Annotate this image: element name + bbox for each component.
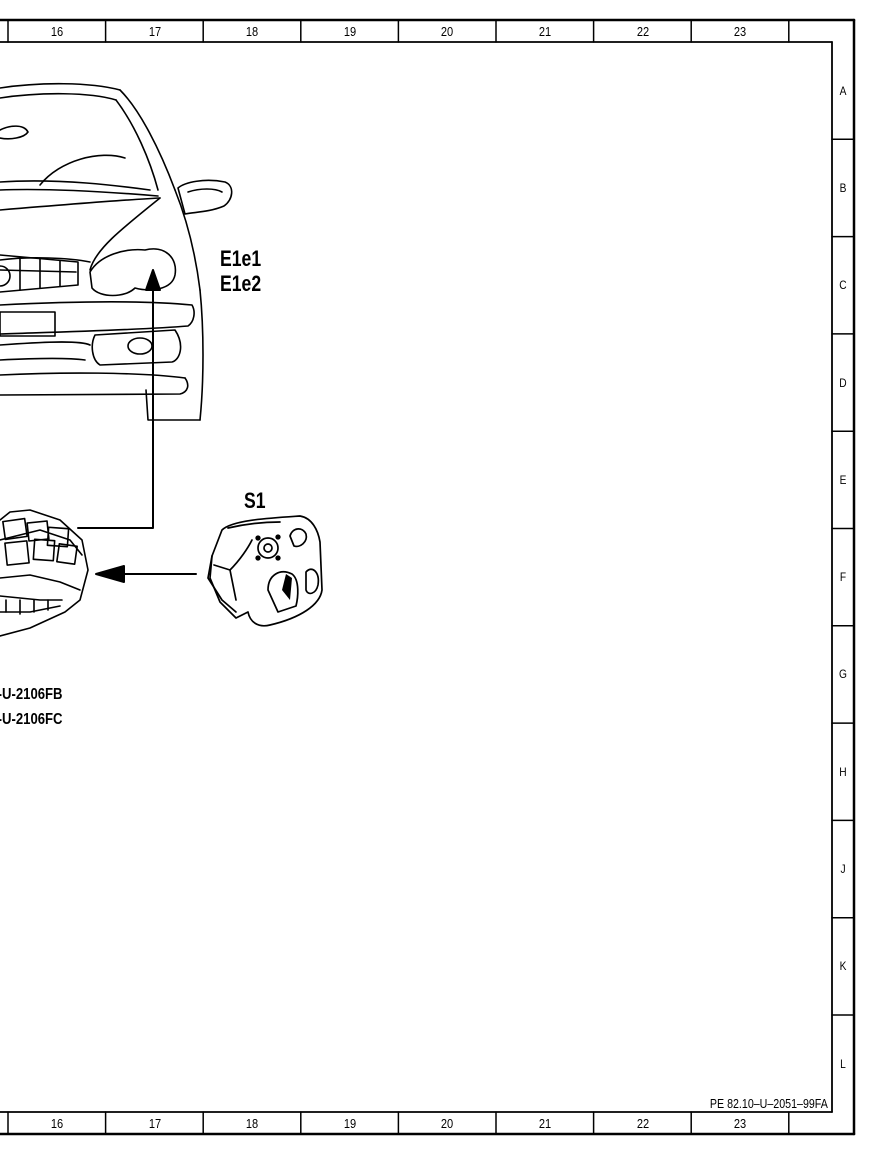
column-number: 20: [441, 24, 454, 39]
column-number: 20: [441, 1116, 454, 1131]
row-letter: G: [839, 667, 847, 682]
fuse-box-illustration: [0, 509, 89, 637]
column-number: 21: [538, 1116, 552, 1131]
reference-label-fb: I-U-2106FB: [0, 686, 63, 703]
headlamp-label-e1e1: E1e1: [220, 246, 262, 271]
drawing-frame-inner: [0, 41, 833, 1113]
row-letter: A: [839, 83, 847, 98]
light-switch-illustration: [207, 515, 323, 627]
headlamp-label-e1e2: E1e2: [220, 271, 262, 296]
document-reference: PE 82.10–U–2051–99FA: [710, 1096, 828, 1111]
row-letter: D: [839, 375, 847, 390]
row-letter: C: [839, 278, 847, 293]
column-number: 18: [246, 24, 259, 39]
row-letter: F: [839, 570, 847, 585]
column-number: 17: [148, 1116, 161, 1131]
connection-line: [77, 269, 161, 529]
row-letter: L: [840, 1056, 846, 1071]
column-number: 16: [50, 1116, 64, 1131]
switch-label-s1: S1: [244, 488, 266, 513]
reference-label-fc: I-U-2106FC: [0, 711, 63, 728]
column-dividers: [7, 19, 790, 1135]
column-number: 21: [538, 24, 552, 39]
column-number: 22: [636, 1116, 649, 1131]
row-letter: E: [839, 472, 847, 487]
column-number: 19: [343, 1116, 356, 1131]
signal-arrow: [95, 565, 197, 583]
row-dividers: [831, 138, 855, 1016]
row-letter: J: [840, 862, 846, 877]
column-number: 19: [343, 24, 356, 39]
column-number: 16: [50, 24, 64, 39]
drawing-frame: [0, 18, 856, 1136]
vehicle-front-illustration: [0, 82, 233, 421]
column-number: 17: [148, 24, 161, 39]
column-number: 22: [636, 24, 649, 39]
row-letter: B: [839, 180, 847, 195]
column-number: 18: [246, 1116, 259, 1131]
column-number: 23: [734, 1116, 747, 1131]
column-number: 23: [734, 24, 747, 39]
row-letter: K: [839, 959, 847, 974]
row-letter: H: [839, 764, 847, 779]
